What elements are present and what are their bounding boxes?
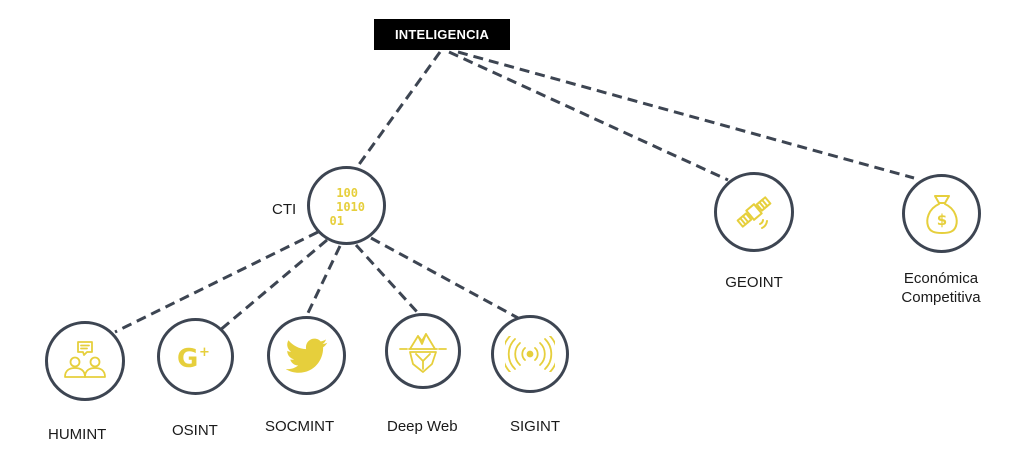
svg-text:$: $ <box>936 211 946 229</box>
google-plus-icon: G + <box>177 344 210 374</box>
label-geoint: GEOINT <box>725 274 783 291</box>
edge-cti-osint <box>218 238 328 333</box>
iceberg-icon <box>399 333 447 373</box>
node-geoint <box>714 172 794 252</box>
label-cti: CTI <box>272 201 297 218</box>
node-osint: G + <box>157 318 234 395</box>
label-economica-line2: Competitiva <box>901 289 981 306</box>
root-node-inteligencia: INTELIGENCIA <box>374 19 510 50</box>
root-label: INTELIGENCIA <box>394 27 490 42</box>
edge-root-geoint <box>448 50 729 182</box>
money-bag-icon: $ <box>925 194 958 234</box>
binary-line-2: 1010 <box>336 200 365 214</box>
label-socmint: SOCMINT <box>265 418 335 435</box>
binary-line-3: 01 <box>329 214 343 228</box>
edge-cti-socmint <box>305 245 342 316</box>
svg-text:G: G <box>177 344 198 374</box>
node-sigint <box>491 315 569 393</box>
node-economica-competitiva: $ <box>902 174 981 253</box>
label-economica-competitiva: Económica Competitiva <box>876 269 1006 307</box>
node-cti: 100 1010 01 <box>307 166 386 245</box>
edge-cti-sigint <box>370 236 519 320</box>
label-deep-web: Deep Web <box>387 418 458 435</box>
binary-code-icon: 100 1010 01 <box>329 186 365 228</box>
signal-waves-icon <box>505 336 555 372</box>
twitter-bird-icon <box>285 338 327 373</box>
satellite-icon <box>736 196 772 229</box>
label-sigint: SIGINT <box>510 418 561 435</box>
node-socmint <box>267 316 346 395</box>
people-chat-icon <box>64 341 106 378</box>
svg-text:+: + <box>199 345 210 360</box>
node-humint <box>45 321 125 401</box>
edge-cti-humint <box>114 230 319 334</box>
label-economica-line1: Económica <box>903 270 979 287</box>
node-deep-web <box>385 313 461 389</box>
edge-root-cti <box>353 51 442 171</box>
binary-line-1: 100 <box>336 186 358 200</box>
edge-cti-deepweb <box>354 243 420 315</box>
label-osint: OSINT <box>172 422 218 439</box>
label-humint: HUMINT <box>48 426 107 443</box>
